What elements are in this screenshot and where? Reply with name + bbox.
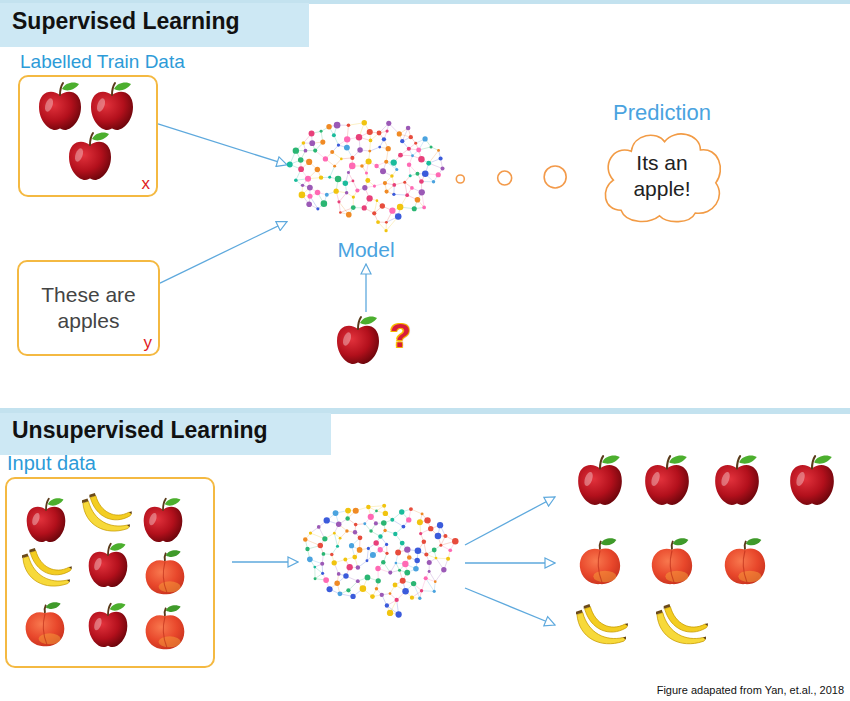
heading-holder: Input data [7,452,96,475]
connector-line [365,264,366,312]
connector-line [445,176,598,179]
section-title: Unsupervised Learning [0,413,331,447]
label-box: These are applesy [17,260,160,356]
thought-cloud [598,128,726,224]
banana-cluster [576,604,708,644]
box-heading: Labelled Train Data [20,51,185,72]
text-holder: Its an apple! [598,128,726,224]
apple-cluster [578,455,834,504]
variable-name: y [144,333,153,352]
input-arrow [160,222,287,283]
section-title: Supervised Learning [0,3,309,39]
section-band: Unsupervised Learning [0,413,331,455]
connector-line [158,124,287,165]
connector-line [160,222,287,283]
corner-holder: x [142,174,151,194]
label-holder: Figure adapated from Yan, et.al., 2018 [657,680,844,698]
label-text: These are apples [37,282,141,335]
prediction-cloud: PredictionIts an apple! [598,128,726,224]
section-band: Supervised Learning [0,3,309,47]
text-holder: These are apples [19,262,158,354]
input-fruits [22,493,184,649]
labelled-data-box: Labelled Train Datax [18,75,158,197]
thought-dot [544,166,566,188]
mark-holder: ? [390,316,411,355]
source-note: Figure adapated from Yan, et.al., 2018 [657,684,844,696]
prediction-text: Its an apple! [616,150,708,203]
thought-trail [445,166,598,188]
query-apple-icon [337,316,379,364]
corner-holder: y [144,333,153,353]
heading-holder: Labelled Train Data [20,51,185,73]
thought-dot [456,175,464,183]
cluster-arrows [232,497,555,625]
query-apple: ? [330,312,425,370]
box-heading: Input data [7,452,96,474]
input-data-box: Input data [5,477,215,668]
label-holder: Model [287,238,445,262]
question-mark: ? [390,316,411,354]
cloud-heading: Prediction [613,100,711,125]
model-label: Model [337,238,394,261]
variable-name: x [142,174,151,193]
input-arrow [158,124,287,165]
neural-brain [287,118,445,236]
training-apples [39,82,133,180]
model-brain: Model [287,118,445,264]
peach-cluster [580,538,765,584]
thought-dot [498,171,512,185]
input-arrow [366,264,367,312]
clustering-model [303,504,459,618]
heading-holder: Prediction [613,100,711,126]
